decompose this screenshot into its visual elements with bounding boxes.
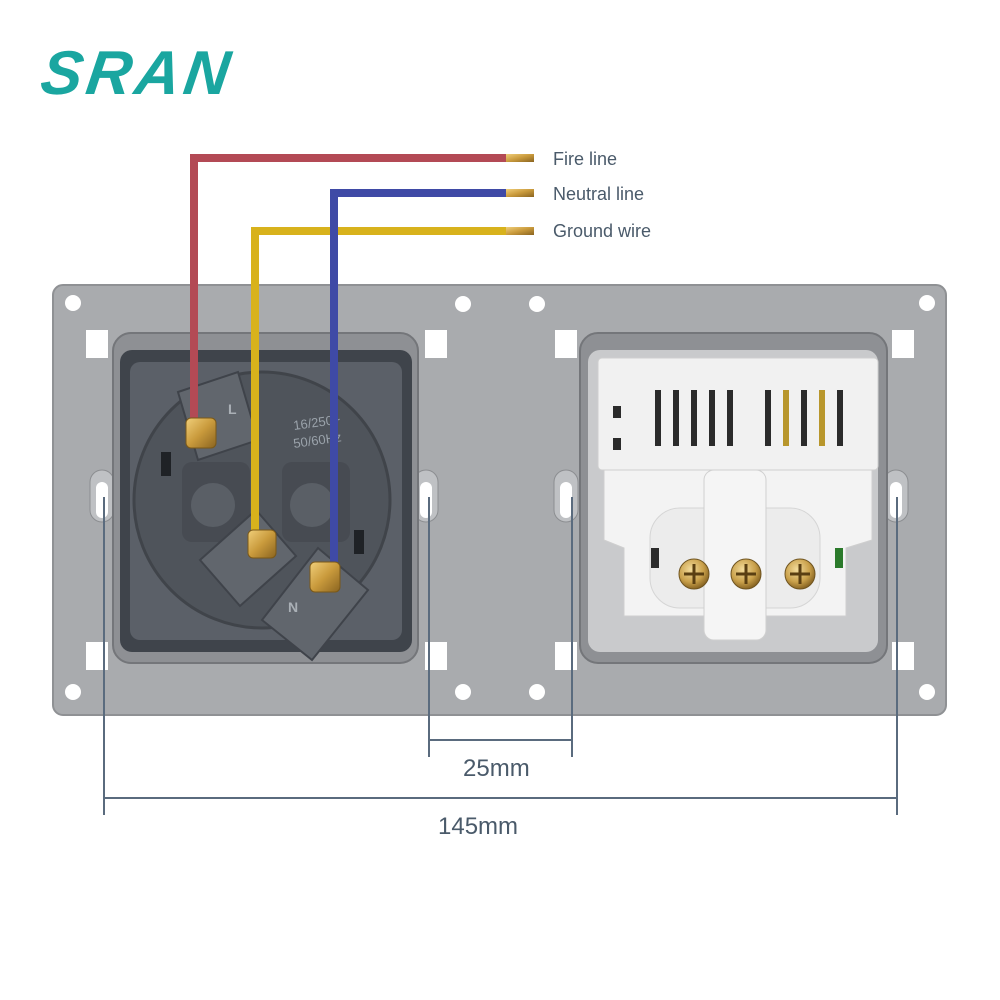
terminal-ground-screw [247,529,277,559]
ground-wire-label: Ground wire [553,221,651,241]
terminal-n-label: N [288,599,298,615]
neutral-wire [330,189,534,576]
dimension-gap [428,497,573,757]
brand-logo: SRAN [37,39,238,108]
dimension-gap-label: 25mm [463,755,530,782]
fire-wire [190,154,534,426]
ground-wire [251,227,534,540]
neutral-line-label: Neutral line [553,184,644,204]
dimension-total [103,497,898,815]
dimension-total-label: 145mm [438,813,518,840]
rating-spec-line1: 16/250~ [292,411,341,433]
usb-module-back [579,332,888,664]
terminal-n-screw [309,561,341,593]
schuko-socket-back [112,332,419,664]
fire-line-label: Fire line [553,149,617,169]
terminal-l-label: L [228,401,237,417]
terminal-l-screw [185,417,217,449]
rating-spec-line2: 50/60Hz [292,429,342,451]
